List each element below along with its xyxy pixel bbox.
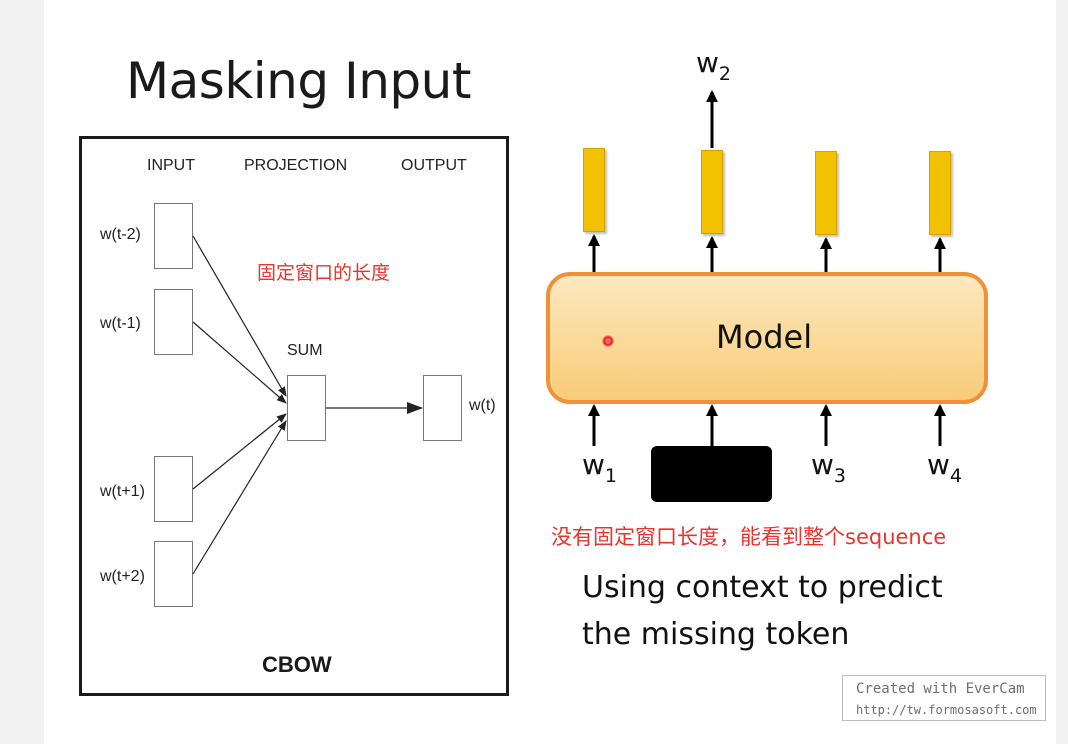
input-word-w4: w4 [927, 448, 962, 487]
arrow-t-plus-2-to-sum [192, 420, 287, 575]
input-word-w3: w3 [811, 448, 846, 487]
input-label-t-minus-1: w(t-1) [100, 315, 141, 332]
cbow-title: CBOW [262, 652, 332, 677]
output-label: w(t) [469, 397, 496, 414]
input-word-w1: w1 [582, 448, 617, 487]
fixed-window-annotation: 固定窗口的长度 [257, 262, 391, 284]
watermark-line-1: Created with EverCam [856, 681, 1025, 697]
output-word-w2: w2 [696, 46, 731, 85]
input-box-t-minus-1 [154, 289, 193, 355]
watermark-line-2: http://tw.formosasoft.com [856, 703, 1037, 717]
laser-pointer-dot [602, 335, 614, 347]
evercam-watermark: Created with EverCam http://tw.formosaso… [842, 675, 1046, 721]
output-word-sub: 2 [718, 63, 731, 85]
output-header: OUTPUT [401, 157, 467, 174]
sum-label: SUM [287, 342, 323, 359]
input-word-sub: 1 [604, 465, 617, 487]
arrow-t-minus-1-to-sum [192, 321, 287, 404]
input-label-t-plus-1: w(t+1) [100, 483, 145, 500]
input-box-t-minus-2 [154, 203, 193, 269]
output-word-base: w [696, 46, 719, 79]
caption-line-2: the missing token [582, 617, 850, 652]
arrow-t-plus-1-to-sum [192, 413, 287, 490]
output-token-bar-2 [701, 150, 723, 234]
masked-token [651, 446, 772, 502]
arrow-t-minus-2-to-sum [192, 235, 287, 397]
full-sequence-annotation: 没有固定窗口长度，能看到整个sequence [551, 525, 947, 549]
input-word-sub: 4 [949, 465, 962, 487]
input-word-sub: 3 [833, 465, 846, 487]
input-box-t-plus-1 [154, 456, 193, 522]
output-token-bar-1 [583, 148, 605, 232]
caption-line-1: Using context to predict [582, 570, 943, 605]
slide-title: Masking Input [126, 52, 471, 110]
output-token-bar-4 [929, 151, 951, 235]
input-word-base: w [811, 448, 834, 481]
input-header: INPUT [147, 157, 195, 174]
input-label-t-plus-2: w(t+2) [100, 568, 145, 585]
caption: Using context to predict the missing tok… [582, 564, 943, 658]
input-word-base: w [927, 448, 950, 481]
output-box [423, 375, 462, 441]
model-box [546, 272, 988, 404]
input-word-base: w [582, 448, 605, 481]
projection-header: PROJECTION [244, 157, 348, 174]
projection-sum-box [287, 375, 326, 441]
output-token-bar-3 [815, 151, 837, 235]
model-label: Model [716, 318, 813, 356]
input-label-t-minus-2: w(t-2) [100, 226, 141, 243]
input-box-t-plus-2 [154, 541, 193, 607]
